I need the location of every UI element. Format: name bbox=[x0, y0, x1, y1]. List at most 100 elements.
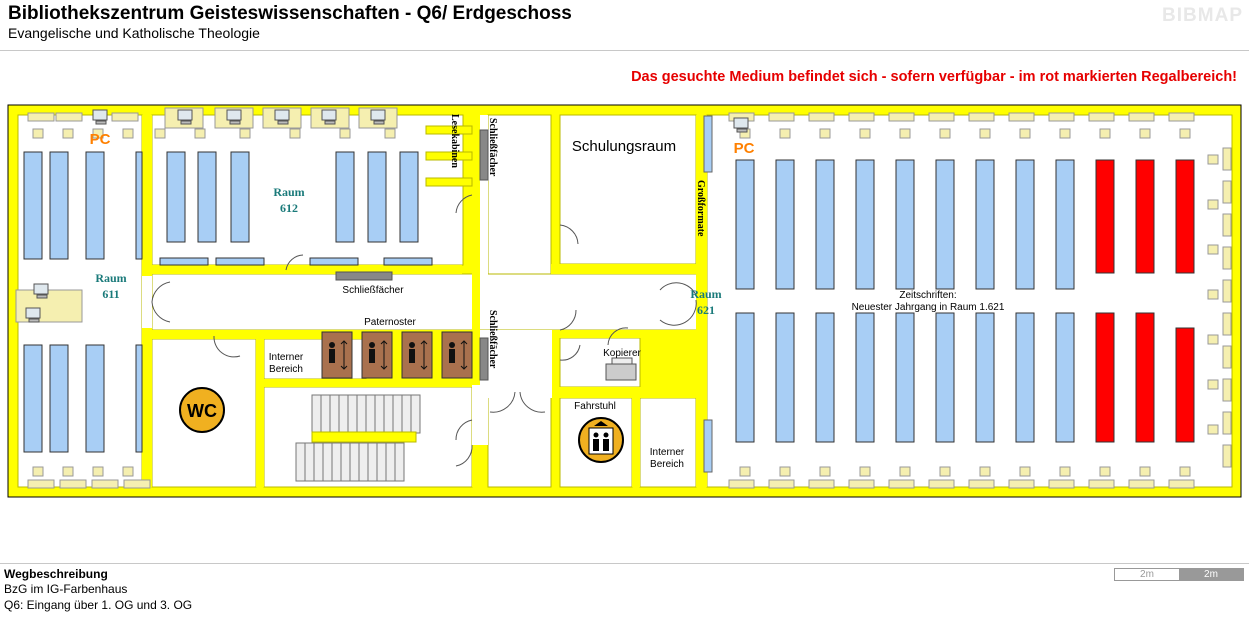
desk bbox=[239, 128, 251, 139]
locker-block bbox=[335, 271, 393, 281]
desk bbox=[154, 128, 166, 139]
desk-strip bbox=[111, 112, 139, 122]
desk-strip bbox=[1222, 444, 1232, 468]
computer-icon bbox=[277, 120, 289, 125]
desk bbox=[1099, 128, 1111, 139]
wall-segment bbox=[472, 115, 480, 487]
desk bbox=[1207, 199, 1219, 210]
desk bbox=[92, 128, 104, 139]
desk-strip bbox=[91, 479, 119, 489]
elevator-icon bbox=[603, 439, 609, 451]
locker-block bbox=[479, 337, 489, 381]
desk bbox=[122, 466, 134, 477]
desk-strip bbox=[1222, 378, 1232, 402]
shelf-highlighted bbox=[1095, 312, 1115, 443]
doorway bbox=[142, 276, 152, 328]
shelf bbox=[335, 151, 355, 243]
desk bbox=[779, 128, 791, 139]
desk bbox=[1207, 334, 1219, 345]
desk-strip bbox=[848, 112, 875, 122]
elevator-icon bbox=[588, 427, 614, 455]
desk bbox=[1099, 466, 1111, 477]
person-icon bbox=[329, 349, 335, 363]
desk bbox=[1059, 128, 1071, 139]
shelf bbox=[1055, 312, 1075, 443]
shelf bbox=[399, 151, 419, 243]
desk bbox=[779, 466, 791, 477]
page-subtitle: Evangelische und Katholische Theologie bbox=[8, 25, 260, 41]
desk-strip bbox=[1222, 312, 1232, 336]
desk bbox=[1019, 466, 1031, 477]
person-icon bbox=[369, 349, 375, 363]
wall-segment bbox=[152, 265, 462, 274]
stair-step bbox=[374, 394, 385, 434]
computer-icon bbox=[373, 120, 385, 125]
desk bbox=[1207, 244, 1219, 255]
stair-step bbox=[347, 394, 358, 434]
desk-strip bbox=[1128, 112, 1155, 122]
desk bbox=[859, 128, 871, 139]
shelf bbox=[23, 344, 43, 453]
desk-strip bbox=[968, 479, 995, 489]
wall-segment bbox=[696, 115, 707, 487]
desk-strip bbox=[1008, 479, 1035, 489]
shelf bbox=[197, 151, 217, 243]
shelf bbox=[815, 312, 835, 443]
paternoster-cabin bbox=[321, 331, 353, 379]
desk bbox=[979, 128, 991, 139]
room-interior bbox=[151, 273, 704, 331]
computer-icon bbox=[229, 120, 241, 125]
desk-strip bbox=[808, 479, 835, 489]
computer-icon bbox=[92, 109, 108, 121]
desk-strip bbox=[1168, 112, 1195, 122]
shelf bbox=[166, 151, 186, 243]
stair-step bbox=[367, 442, 378, 482]
internal-area-label: Bereich bbox=[269, 364, 303, 375]
large-formats-label: Großformate bbox=[695, 180, 706, 237]
desk-strip bbox=[55, 112, 83, 122]
desk-strip bbox=[768, 479, 795, 489]
shelf bbox=[230, 151, 250, 243]
desk bbox=[1019, 128, 1031, 139]
room-label-621: 621 bbox=[697, 303, 715, 317]
door-swing bbox=[659, 299, 697, 326]
shelf bbox=[855, 312, 875, 443]
locker-block bbox=[479, 129, 489, 181]
arrow-icon bbox=[380, 340, 388, 370]
shelf bbox=[1015, 159, 1035, 290]
desk-strip bbox=[848, 479, 875, 489]
shelf bbox=[815, 159, 835, 290]
desk-strip bbox=[1048, 479, 1075, 489]
directions-heading: Wegbeschreibung bbox=[4, 567, 108, 581]
arrow-icon bbox=[420, 340, 428, 370]
desk-strip bbox=[768, 112, 795, 122]
desk-strip bbox=[1222, 147, 1232, 171]
computer-icon bbox=[28, 318, 40, 323]
door-swing bbox=[213, 335, 241, 358]
shelf bbox=[855, 159, 875, 290]
wall-segment bbox=[551, 264, 703, 274]
shelf-highlighted bbox=[1175, 327, 1195, 443]
pc-table bbox=[15, 289, 83, 323]
elevator-label: Fahrstuhl bbox=[574, 401, 616, 412]
shelf-highlighted bbox=[1175, 159, 1195, 274]
desk-strip bbox=[888, 479, 915, 489]
desk-strip bbox=[808, 112, 835, 122]
computer-icon bbox=[321, 109, 337, 121]
shelf bbox=[215, 257, 265, 266]
door-swing bbox=[455, 444, 473, 467]
stair-step bbox=[340, 442, 351, 482]
copier-label: Kopierer bbox=[603, 348, 641, 359]
shelf bbox=[935, 312, 955, 443]
directions-line: BzG im IG-Farbenhaus bbox=[4, 582, 128, 596]
computer-icon bbox=[33, 283, 49, 295]
computer-icon bbox=[324, 120, 336, 125]
shelf bbox=[383, 257, 433, 266]
door-swing bbox=[455, 194, 473, 214]
desk-strip bbox=[1222, 246, 1232, 270]
paternoster-cabin bbox=[401, 331, 433, 379]
door-swing bbox=[559, 344, 581, 361]
stair-step bbox=[385, 442, 396, 482]
door-swing bbox=[489, 391, 516, 413]
computer-icon bbox=[177, 109, 193, 121]
